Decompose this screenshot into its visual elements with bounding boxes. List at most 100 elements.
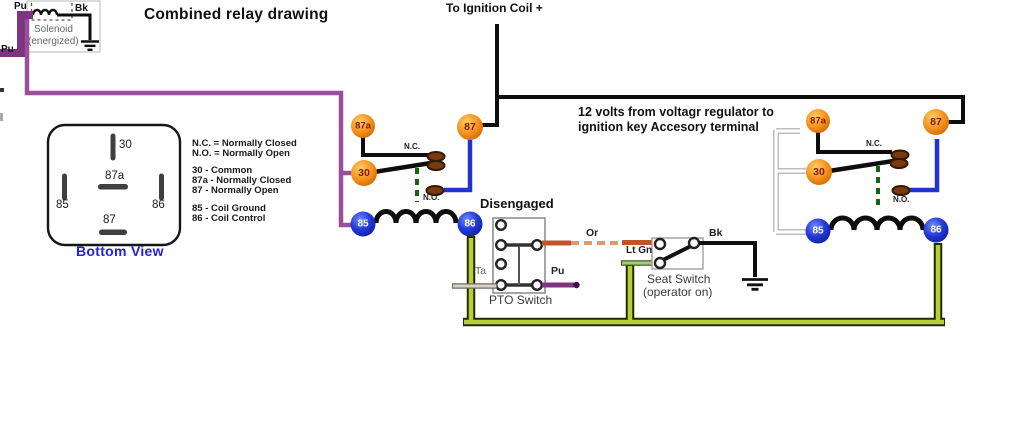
pto-terminal [531,279,544,292]
pto-switch-label: PTO Switch [489,293,553,307]
wire-label-bk: Bk [75,3,88,14]
bottom-view-pin-86: 86 [152,199,165,211]
twelve-volt-note-line2: ignition key Accesory terminal [578,120,759,134]
seat-terminal [653,256,667,270]
terminal-87a [351,114,375,138]
no-contact-pad [425,185,445,196]
pto-switch [492,217,546,294]
relay-arm [371,160,434,175]
terminal-85 [350,211,376,237]
no-contact-pad [891,185,911,196]
wire-label-ltgn: Lt Gn [626,245,653,256]
nc-label: N.C. [866,139,882,148]
wire-label-pu: Pu [14,1,27,12]
solenoid-ground-wire [57,13,92,40]
relay-schematic-left [350,114,483,237]
legend-line: 30 - Common [192,165,253,176]
purple-wire-thick [0,11,33,57]
pto-terminal [495,218,508,231]
blade-87a [98,184,128,190]
wire-label-pu: Pu [1,44,14,55]
relay-coil [373,209,459,224]
seat-switch-arm [659,243,695,263]
seat-switch-label-line2: (operator on) [643,285,713,299]
no-label: N.O. [423,193,440,202]
pto-terminal [495,258,508,271]
blade-30 [110,133,116,161]
solenoid-label: (energized) [28,36,79,47]
pto-terminal [495,279,508,292]
blade-86 [159,173,164,201]
terminal-87 [457,114,483,140]
nc-label: N.C. [404,142,420,151]
relay-bottom-view [46,123,182,247]
legend-line: N.O. = Normally Open [192,148,290,159]
terminal-label-87a: 87a [355,120,371,132]
purple-wire-to-relay [24,19,352,228]
legend-line: N.C. = Normally Closed [192,138,297,149]
legend-line: 87 - Normally Open [192,185,279,196]
pto-terminal [531,238,544,251]
seat-switch [651,236,768,291]
seat-terminal [687,236,701,250]
relay-coil [828,215,926,231]
terminal-label-86: 86 [464,218,476,230]
ignition-coil-note: To Ignition Coil + [446,1,543,15]
seat-terminal [653,237,667,251]
terminal-86 [457,211,483,237]
wire-label-or: Or [586,227,599,239]
nc-contact-pad [426,151,446,162]
wire-label-ta: Ta [475,265,487,277]
bottom-view-pin-30: 30 [119,139,132,151]
pto-state-label: Disengaged [480,196,554,211]
terminal-label-87: 87 [464,121,476,133]
legend-line: 87a - Normally Closed [192,175,292,186]
relay-arm [826,158,896,174]
relay-schematic-right [805,109,949,244]
blade-85 [62,173,67,201]
bottom-view-caption: Bottom View [76,243,164,259]
no-label: N.O. [893,195,910,204]
ground-symbol [81,40,99,51]
bottom-view-pin-87: 87 [103,214,116,226]
black-ground-wire [699,241,757,277]
terminal-label-85: 85 [357,218,369,230]
terminal-85 [805,218,831,244]
seat-switch-label-line1: Seat Switch [647,272,711,286]
yellow-green-bus [463,236,945,327]
bottom-view-pin-87a: 87a [105,170,125,182]
nc-contact-pad [889,158,909,169]
white-wires [773,128,806,235]
terminal-label-87a: 87a [810,115,826,127]
page-title: Combined relay drawing [144,6,329,23]
twelve-volt-note-line1: 12 volts from voltagr regulator to [578,105,774,119]
ground-symbol [742,278,768,291]
wire-label-pu: Pu [551,265,565,277]
blue-wire [909,139,940,193]
orange-wire [542,240,656,246]
terminal-87 [923,109,949,135]
legend-line: 86 - Coil Control [192,213,266,224]
terminal-86 [923,217,949,243]
twelve-volt-wire [497,95,965,124]
terminal-label-86: 86 [930,224,942,236]
solenoid-label: Solenoid [34,24,73,35]
legend-line: 85 - Coil Ground [192,203,266,214]
terminal-label-85: 85 [812,225,824,237]
nc-contact-pad [426,160,446,171]
terminal-label-30: 30 [813,166,825,178]
terminal-30 [351,160,377,186]
solenoid-coil [31,8,59,16]
purple-wire-tip [573,281,580,289]
pto-terminal [495,238,508,251]
blue-wire [444,140,473,193]
terminal-label-87: 87 [930,116,942,128]
terminal-label-30: 30 [358,167,370,179]
solenoid-dashed-box [30,3,73,21]
ignition-coil-wire [482,24,499,127]
bottom-view-pin-85: 85 [56,199,69,211]
wire-label-bk: Bk [709,227,723,239]
blade-87 [99,229,127,235]
terminal-87a [806,109,830,133]
